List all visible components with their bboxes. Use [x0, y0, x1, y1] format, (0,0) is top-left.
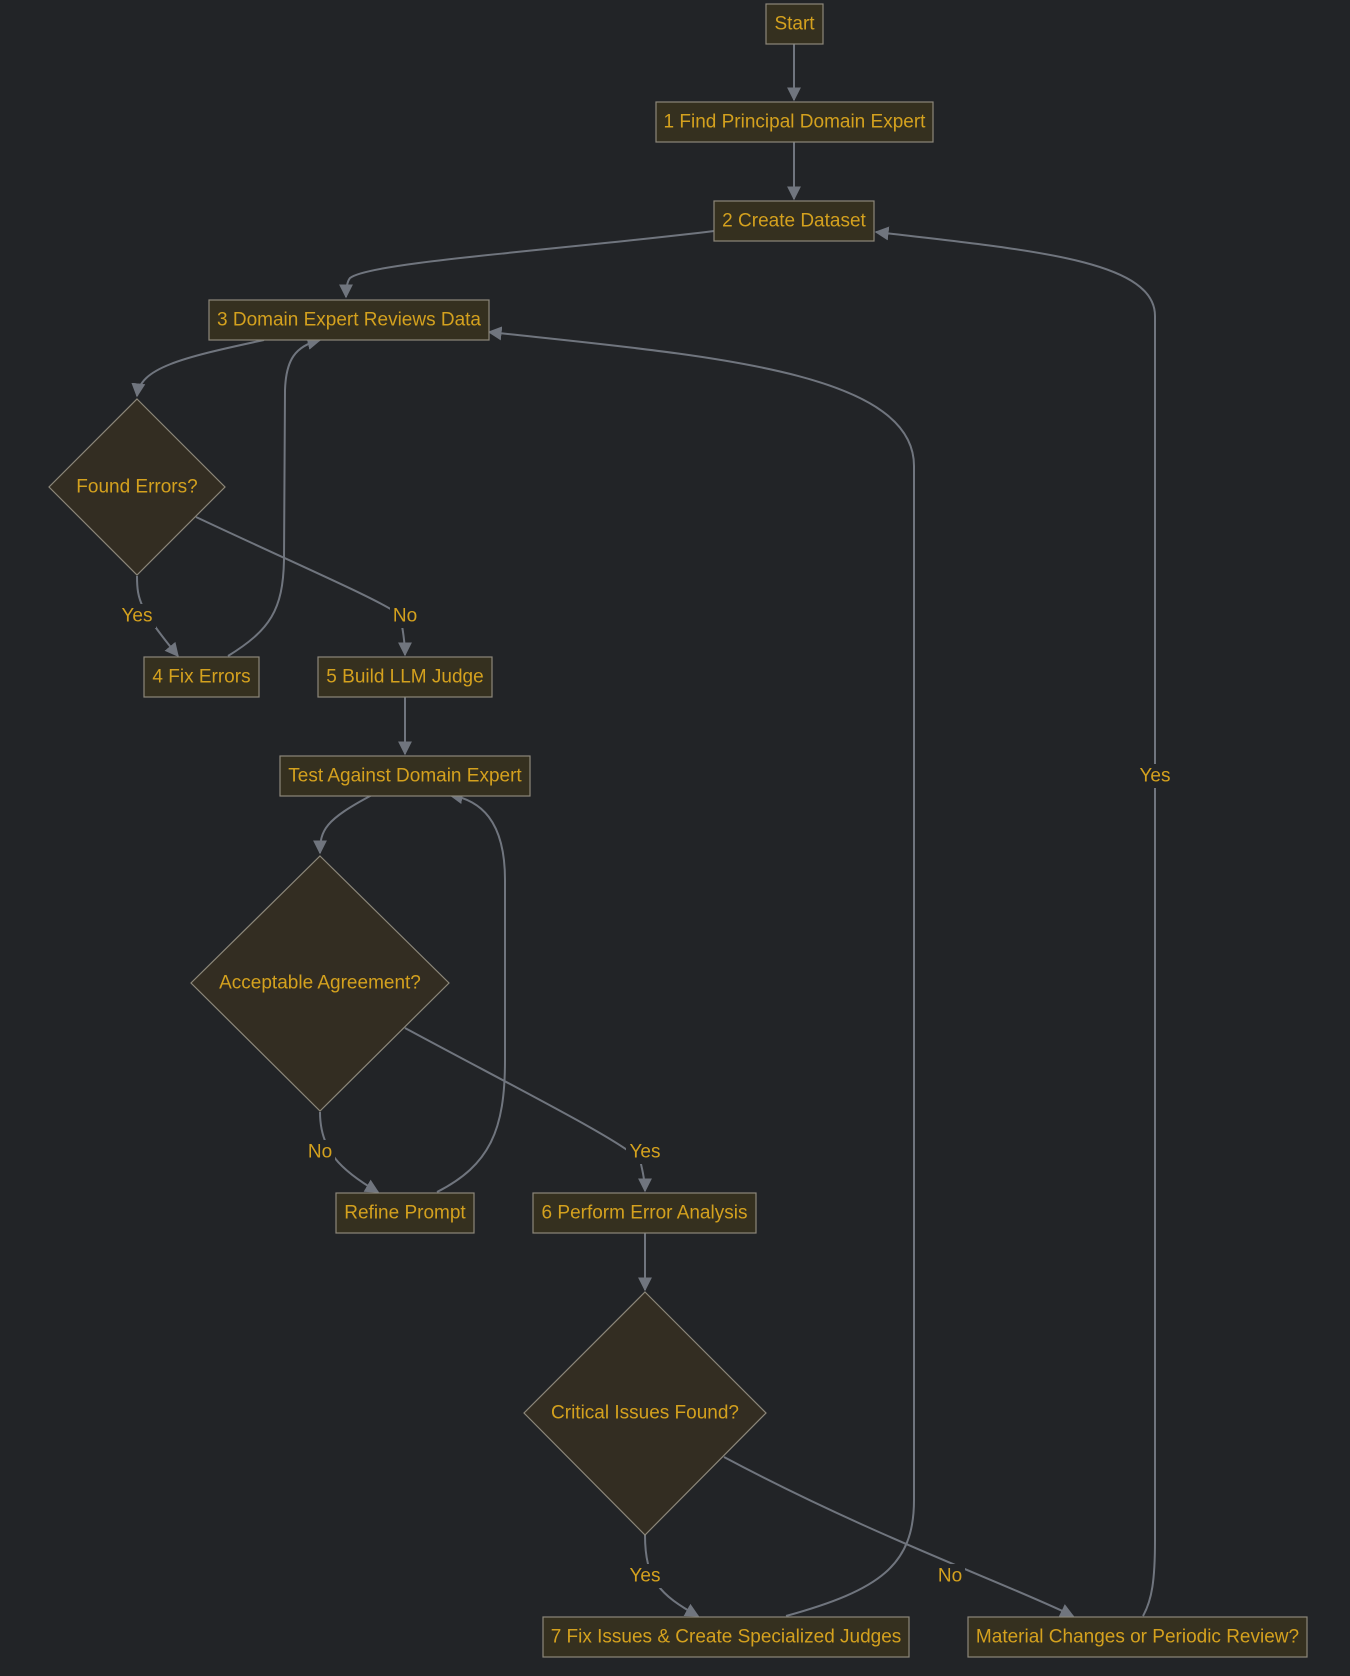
edge-create-dataset-to-expert-reviews: [339, 230, 715, 299]
edge-label-found-no: No: [393, 606, 417, 627]
edge-label-acceptable-yes: Yes: [630, 1142, 661, 1163]
node-build-judge-label: 5 Build LLM Judge: [326, 667, 483, 688]
node-critical-issues-label: Critical Issues Found?: [551, 1403, 739, 1424]
edge-critical-no: [723, 1456, 1075, 1617]
node-build-judge: 5 Build LLM Judge: [317, 656, 493, 698]
node-error-analysis-label: 6 Perform Error Analysis: [542, 1203, 748, 1224]
edge-label-material-yes: Yes: [1140, 766, 1171, 787]
node-fix-issues: 7 Fix Issues & Create Specialized Judges: [542, 1616, 910, 1658]
edge-expert-reviews-to-found-errors: [131, 339, 265, 398]
node-test-expert: Test Against Domain Expert: [279, 755, 531, 797]
edge-fix-issues-to-expert-reviews: [487, 326, 915, 1617]
node-expert-reviews-label: 3 Domain Expert Reviews Data: [217, 310, 481, 331]
node-refine-prompt-label: Refine Prompt: [344, 1203, 466, 1224]
node-find-expert: 1 Find Principal Domain Expert: [655, 101, 934, 143]
node-error-analysis: 6 Perform Error Analysis: [532, 1192, 757, 1234]
edge-acceptable-yes: [404, 1027, 652, 1193]
edge-material-yes: [874, 226, 1156, 1617]
node-refine-prompt: Refine Prompt: [335, 1192, 475, 1234]
node-start-label: Start: [774, 14, 815, 35]
edge-label-found-yes: Yes: [122, 606, 153, 627]
node-test-expert-label: Test Against Domain Expert: [288, 766, 522, 787]
node-material-changes-label: Material Changes or Periodic Review?: [976, 1627, 1299, 1648]
edge-label-critical-no: No: [938, 1566, 962, 1587]
node-critical-issues: Critical Issues Found?: [523, 1291, 767, 1536]
node-acceptable-label: Acceptable Agreement?: [219, 973, 421, 994]
node-fix-errors: 4 Fix Errors: [143, 656, 260, 698]
node-start: Start: [765, 3, 824, 45]
node-find-expert-label: 1 Find Principal Domain Expert: [664, 112, 927, 133]
edge-label-acceptable-no: No: [308, 1142, 332, 1163]
edge-label-critical-yes: Yes: [630, 1566, 661, 1587]
node-acceptable: Acceptable Agreement?: [190, 855, 450, 1112]
node-fix-errors-label: 4 Fix Errors: [152, 667, 250, 688]
node-expert-reviews: 3 Domain Expert Reviews Data: [208, 299, 490, 341]
node-create-dataset: 2 Create Dataset: [713, 200, 875, 242]
node-found-errors: Found Errors?: [48, 398, 226, 576]
node-create-dataset-label: 2 Create Dataset: [722, 211, 866, 232]
edge-refine-to-test: [436, 790, 506, 1193]
edge-found-errors-no: [195, 516, 412, 657]
edge-test-to-acceptable: [313, 794, 373, 855]
edge-labels: Yes No No Yes Yes No Yes: [118, 604, 1174, 1588]
node-fix-issues-label: 7 Fix Issues & Create Specialized Judges: [551, 1627, 902, 1648]
edge-fix-errors-to-expert-reviews: [227, 336, 322, 657]
node-material-changes: Material Changes or Periodic Review?: [967, 1616, 1308, 1658]
node-found-errors-label: Found Errors?: [76, 477, 197, 498]
